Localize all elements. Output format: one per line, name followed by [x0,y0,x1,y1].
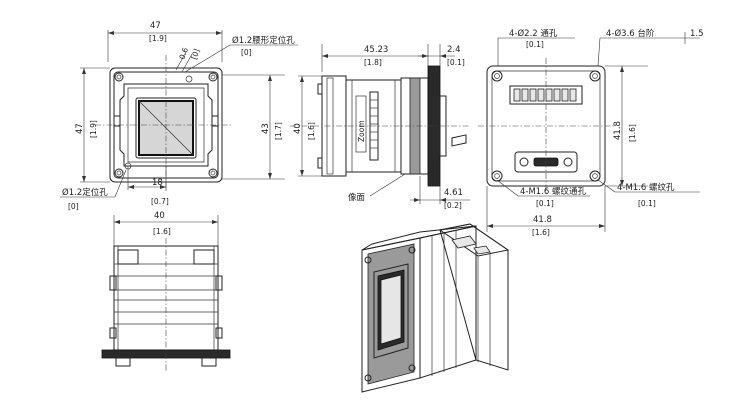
side-length-in: [1.8] [364,58,382,67]
m16-thru-label: 4-M1.6 螺纹通孔 [520,186,587,197]
front-inner-height-mm: 43 [261,123,271,134]
side-height-in: [1.6] [307,122,316,140]
bottom-view: 40 [1.6] [101,211,231,372]
front-inner-height-in: [1.7] [274,122,283,140]
front-height-mm: 47 [75,123,85,134]
locating-hole-label: Ø1.2定位孔 [62,187,108,198]
side-body-text: Zoom [357,120,366,142]
m16-in: [0.1] [638,199,656,208]
thru-hole-label: 4-Ø2.2 通孔 [509,28,558,39]
waist-offset-mm: 0.6 [177,46,190,61]
front-width-in: [1.9] [149,34,167,43]
m16-label: 4-M1.6 螺纹孔 [617,182,675,193]
image-plane-label: 像面 [348,192,366,203]
rear-view: 4-Ø2.2 通孔 [0.1] 4-Ø3.6 台阶 1.5 [478,28,704,237]
hole-spacing-mm: 18 [152,178,163,188]
front-height-in: [1.9] [89,120,98,138]
waist-hole-in: [0] [241,48,252,57]
flange-in: [0.1] [447,58,465,67]
locating-hole-in: [0] [68,202,79,211]
isometric-view [361,134,510,393]
bottom-width-in: [1.6] [153,227,171,236]
front-view: 47 [1.9] 47 [1.9] 43 [1.7] [60,21,298,211]
bottom-width-mm: 40 [154,211,165,221]
side-length-mm: 45.23 [364,45,388,55]
flange-mm: 2.4 [447,45,461,55]
rear-width-in: [1.6] [532,228,550,237]
sensor-offset-in: [0.2] [444,201,462,210]
rear-height-in: [1.6] [628,124,637,142]
counterbore-label: 4-Ø3.6 台阶 [606,28,655,39]
hole-spacing-in: [0.7] [151,197,169,206]
side-view: 45.23 [1.8] 2.4 [0.1] 40 [1.6] Zoom [290,44,470,210]
sensor-offset-mm: 4.61 [444,188,463,198]
waist-offset-in: [0] [189,48,201,61]
rear-width-mm: 41.8 [533,215,552,225]
m16-thru-in: [0.1] [536,199,554,208]
thru-hole-in: [0.1] [526,40,544,49]
rear-height-mm: 41.8 [613,121,623,140]
side-connector [369,91,379,161]
side-height-mm: 40 [293,123,303,134]
waist-hole-label: Ø1.2腰形定位孔 [232,35,295,46]
counterbore-depth: 1.5 [690,29,704,39]
rear-connector-pins [513,88,577,102]
front-width-mm: 47 [150,21,161,31]
